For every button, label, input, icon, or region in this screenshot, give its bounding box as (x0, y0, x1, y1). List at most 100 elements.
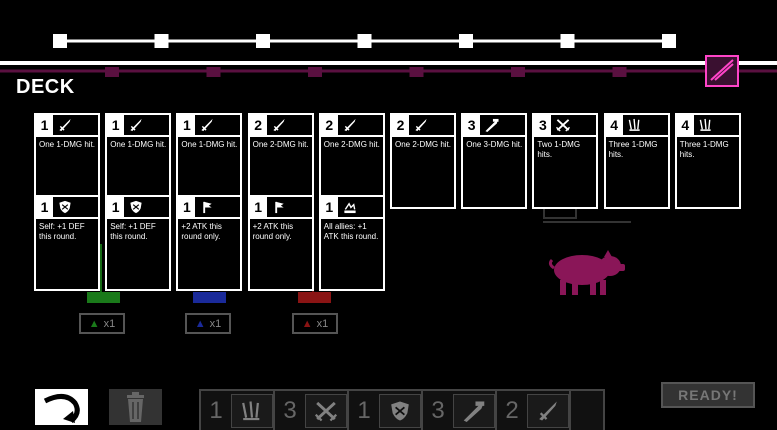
sword-icon (130, 118, 142, 132)
sub-node (612, 67, 627, 77)
card-cost: 1 (36, 115, 53, 135)
progress-node (459, 34, 473, 48)
slot-line (543, 221, 631, 223)
counter-label: x1 (103, 317, 116, 330)
sub-node (206, 67, 221, 77)
pig-enemy-icon[interactable] (546, 248, 626, 298)
card-cost: 1 (178, 197, 196, 217)
trash-button[interactable] (109, 389, 162, 425)
card-header: 4 (676, 115, 739, 137)
counter-label: x1 (209, 317, 222, 330)
card-cost: 1 (249, 197, 267, 217)
card-cost: 1 (107, 197, 125, 217)
card-cost: 3 (463, 115, 481, 135)
progress-node (256, 34, 270, 48)
card-description: Self: +1 DEF this round. (39, 222, 85, 241)
card-cost: 2 (320, 115, 338, 135)
card-description: +2 ATK this round only. (252, 222, 294, 241)
deck-card[interactable]: 1 +2 ATK this round only. (247, 195, 314, 291)
progress-node (53, 34, 67, 48)
card-description: One 3-DMG hit. (466, 140, 523, 149)
arrow-up-icon: ▲ (301, 317, 313, 330)
rally-icon (344, 202, 356, 214)
card-header: 1 (178, 197, 241, 219)
card-description: +2 ATK this round only. (181, 222, 222, 241)
sword-icon (415, 118, 427, 132)
flag-icon (274, 201, 284, 214)
hand-card[interactable]: 3 (275, 391, 349, 430)
card-header: 4 (605, 115, 668, 137)
card-cost: 1 (320, 197, 338, 217)
trash-icon (127, 392, 144, 422)
card-description: One 1-DMG hit. (181, 140, 238, 149)
slot-outline (543, 209, 577, 219)
card-header: 1 (36, 115, 98, 137)
hand-card[interactable]: 1 (349, 391, 423, 430)
progress-node (662, 34, 676, 48)
hand-card[interactable]: 2 (497, 391, 571, 430)
shield-icon (130, 200, 142, 214)
sword-icon (344, 118, 356, 132)
class-bar-red (298, 292, 331, 303)
hand-card[interactable]: 3 (423, 391, 497, 430)
crossed-swords-icon (314, 401, 338, 421)
card-description: One 2-DMG hit. (395, 140, 452, 149)
return-arrow-icon (43, 394, 80, 423)
triple-claw-icon (699, 118, 711, 131)
hand-card-cost: 1 (357, 396, 371, 424)
card-header: 1 (320, 197, 383, 219)
card-description: One 1-DMG hit. (110, 140, 167, 149)
card-description: All allies: +1 ATK this round. (323, 222, 379, 241)
card-header: 1 (36, 197, 98, 219)
sub-node (105, 67, 119, 77)
sub-node (308, 67, 322, 77)
card-description: Three 1-DMG hits. (608, 140, 658, 159)
hand-card-cost: 1 (209, 396, 223, 424)
card-description: Self: +1 DEF this round. (110, 222, 156, 241)
counter-blue[interactable]: ▲ x1 (185, 313, 231, 334)
card-header: 2 (320, 115, 383, 137)
card-header: 3 (534, 115, 597, 137)
card-cost: 1 (107, 115, 125, 135)
card-cost: 4 (676, 115, 694, 135)
triple-claw-icon (242, 400, 260, 420)
big-sword-icon (485, 118, 499, 132)
hand-card-cost: 3 (283, 396, 297, 424)
flag-icon (203, 201, 213, 214)
hand-card[interactable]: 1 (201, 391, 275, 430)
card-header: 1 (178, 115, 241, 137)
triple-claw-icon (628, 118, 640, 131)
shield-icon (391, 400, 409, 421)
arrow-up-icon: ▲ (194, 317, 206, 330)
ready-button[interactable]: READY! (661, 382, 755, 408)
counter-label: x1 (316, 317, 329, 330)
card-description: Two 1-DMG hits. (537, 140, 581, 159)
back-button[interactable] (35, 389, 88, 425)
deck-card[interactable]: 1 +2 ATK this round only. (176, 195, 243, 291)
card-cost: 1 (36, 197, 53, 217)
big-sword-icon (463, 400, 485, 422)
counter-red[interactable]: ▲ x1 (292, 313, 338, 334)
card-cost: 1 (178, 115, 196, 135)
card-description: One 1-DMG hit. (39, 140, 96, 149)
card-cost: 2 (392, 115, 409, 135)
arrow-up-icon: ▲ (88, 317, 100, 330)
counter-green[interactable]: ▲ x1 (79, 313, 125, 334)
shield-icon (59, 200, 71, 214)
card-description: One 2-DMG hit. (323, 140, 380, 149)
sword-icon (201, 118, 213, 132)
